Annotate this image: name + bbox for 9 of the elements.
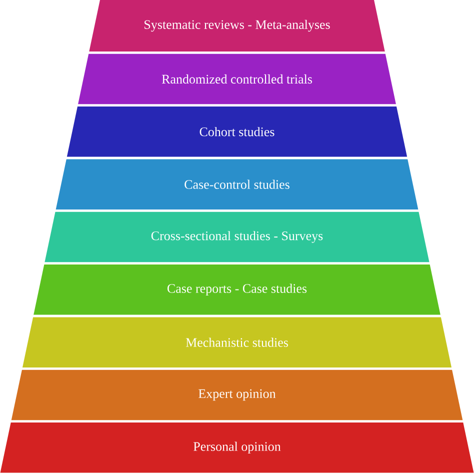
pyramid-band: Case-control studies (56, 159, 418, 210)
pyramid-band: Cross-sectional studies - Surveys (44, 212, 430, 262)
pyramid-band: Personal opinion (0, 422, 474, 473)
pyramid-band: Cohort studies (66, 106, 408, 157)
pyramid-band: Systematic reviews - Meta-analyses (89, 0, 385, 52)
pyramid-band: Mechanistic studies (22, 317, 452, 368)
pyramid-band: Case reports - Case studies (34, 264, 440, 315)
pyramid-band: Randomized controlled trials (78, 54, 396, 104)
pyramid-band: Expert opinion (11, 370, 463, 420)
